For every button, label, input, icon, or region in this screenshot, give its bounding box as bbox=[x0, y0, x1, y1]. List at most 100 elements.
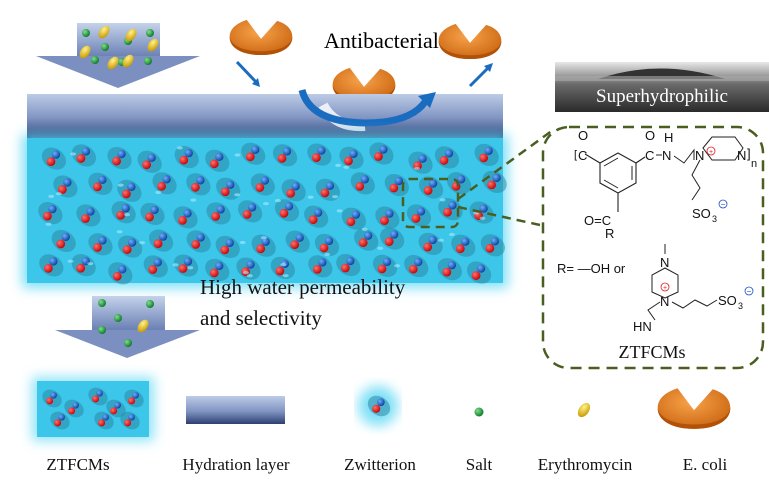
salt-particle bbox=[124, 339, 132, 347]
svg-text:]: ] bbox=[747, 146, 751, 161]
water-dash bbox=[437, 238, 444, 242]
water-dash bbox=[439, 198, 446, 202]
legend-label: Salt bbox=[466, 455, 493, 474]
erythromycin-particle bbox=[98, 25, 110, 39]
permeability-label: High water permeability bbox=[200, 275, 406, 299]
feed-arrow bbox=[36, 23, 200, 88]
atom-label: C bbox=[645, 148, 654, 163]
negative-charge: − bbox=[721, 200, 726, 209]
water-dash bbox=[377, 246, 384, 250]
water-dash bbox=[234, 193, 241, 197]
salt-particle bbox=[101, 43, 109, 51]
legend-label: Erythromycin bbox=[538, 455, 633, 474]
zwitterion-icon bbox=[358, 386, 398, 426]
permeate-arrow bbox=[55, 296, 200, 358]
erythromycin-particle bbox=[137, 319, 149, 333]
salt-particle bbox=[91, 56, 99, 64]
erythromycin-particle bbox=[125, 28, 137, 42]
water-dash bbox=[87, 262, 94, 266]
selectivity-label: and selectivity bbox=[200, 306, 322, 330]
legend-label: ZTFCMs bbox=[46, 455, 109, 474]
sulfonate-subscript: 3 bbox=[712, 214, 717, 224]
atom-label: HN bbox=[633, 319, 652, 334]
superhydrophilic-label: Superhydrophilic bbox=[596, 86, 728, 107]
water-dash bbox=[260, 236, 267, 240]
water-dash bbox=[234, 153, 241, 157]
water-dash bbox=[282, 274, 289, 278]
chemical-structure-panel: [ C O C O H N N + N ] n SO 3 − O=C R R= … bbox=[541, 125, 765, 370]
sulfonate-label: SO bbox=[692, 206, 711, 221]
r-group-definition: R= —OH or bbox=[557, 261, 626, 276]
water-dash bbox=[324, 252, 331, 257]
water-dash bbox=[280, 263, 287, 267]
arrow-out-icon bbox=[468, 63, 493, 88]
e-coli-icon bbox=[229, 19, 293, 56]
salt-particle bbox=[146, 29, 154, 37]
water-dash bbox=[172, 263, 179, 267]
water-dash bbox=[479, 216, 486, 220]
permeate-particles bbox=[98, 299, 154, 347]
erythromycin-particle bbox=[122, 54, 134, 68]
water-dash bbox=[448, 232, 455, 237]
water-dash bbox=[246, 274, 253, 278]
salt-particle bbox=[144, 57, 152, 65]
atom-label: R bbox=[605, 226, 614, 241]
antibacterial-label: Antibacterial bbox=[324, 28, 439, 53]
water-dash bbox=[187, 266, 194, 270]
zwitterion-field bbox=[35, 140, 510, 287]
repel-arrow-icon bbox=[298, 88, 436, 132]
zoom-region-box bbox=[401, 177, 460, 229]
atom-label: N bbox=[695, 148, 704, 163]
salt-icon bbox=[474, 407, 484, 417]
atom-label: O bbox=[645, 128, 655, 143]
salt-particle bbox=[98, 326, 106, 334]
water-dash bbox=[48, 194, 55, 198]
legend: ZTFCMs Hydration layer Zwitterion Salt Eryth… bbox=[32, 377, 731, 474]
water-dash bbox=[335, 163, 342, 167]
water-dash bbox=[343, 165, 350, 169]
water-dash bbox=[239, 240, 246, 245]
atom-label: N bbox=[660, 255, 669, 270]
water-dash bbox=[263, 202, 270, 206]
erythromycin-icon bbox=[577, 402, 591, 418]
atom-label: N bbox=[662, 148, 671, 163]
atom-label: H bbox=[664, 130, 673, 145]
atom-label: C bbox=[578, 148, 587, 163]
water-dash bbox=[332, 195, 339, 199]
feed-particles bbox=[79, 25, 159, 70]
water-dash bbox=[155, 190, 162, 195]
water-dash bbox=[274, 199, 281, 203]
contact-angle-image: Superhydrophilic bbox=[555, 62, 769, 112]
water-dash bbox=[117, 183, 124, 187]
water-dash bbox=[67, 259, 74, 263]
connector-line bbox=[457, 128, 554, 201]
legend-label: Hydration layer bbox=[182, 455, 289, 474]
atom-label: N bbox=[737, 148, 746, 163]
negative-charge: − bbox=[747, 287, 752, 296]
water-dash bbox=[116, 230, 123, 234]
water-dash bbox=[190, 198, 197, 202]
legend-label: Zwitterion bbox=[344, 455, 416, 474]
legend-label: E. coli bbox=[683, 455, 728, 474]
water-dash bbox=[307, 195, 314, 199]
water-dash bbox=[45, 222, 52, 226]
salt-particle bbox=[146, 300, 154, 308]
water-dash bbox=[361, 227, 368, 231]
repeat-unit-label: n bbox=[751, 158, 757, 170]
water-dash bbox=[394, 264, 401, 268]
water-dash bbox=[413, 166, 420, 171]
positive-charge: + bbox=[663, 285, 667, 292]
arrow-in-icon bbox=[235, 60, 260, 87]
atom-label: O bbox=[578, 128, 588, 143]
erythromycin-particle bbox=[79, 45, 91, 59]
water-dash bbox=[242, 271, 249, 275]
e-coli-icon bbox=[657, 388, 731, 429]
salt-particle bbox=[98, 299, 106, 307]
hydration-layer-icon bbox=[186, 396, 285, 424]
salt-particle bbox=[82, 29, 90, 37]
structure-title: ZTFCMs bbox=[618, 342, 685, 362]
water-dash bbox=[336, 209, 343, 213]
water-dash bbox=[124, 213, 131, 217]
